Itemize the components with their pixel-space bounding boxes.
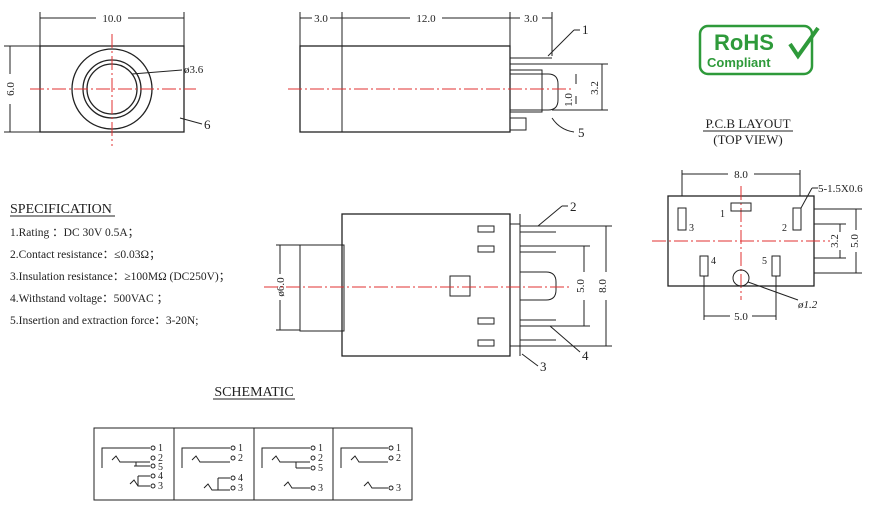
schematic-cell-4: 1 2 3: [340, 443, 401, 494]
cell3-pin-5: 5: [318, 463, 323, 474]
cell1-pin-1: 1: [158, 443, 163, 454]
pcb-pad-3: [677, 207, 687, 231]
cell2-pin-1: 1: [238, 443, 243, 454]
hole-diameter-dim: ø3.6: [184, 64, 204, 76]
side-left-dim: 3.0: [314, 13, 328, 25]
pcb-pad-label-1: 1: [720, 209, 725, 220]
cell3-pin-2: 2: [318, 453, 323, 464]
pcb-top-dim: 8.0: [734, 169, 748, 181]
top-callout-4: 4: [582, 348, 589, 363]
cell2-pin-3: 3: [238, 483, 243, 494]
schematic-cell-1: 1 2 5 4 3: [101, 443, 163, 492]
pcb-bottom-dim: 5.0: [734, 311, 748, 323]
spec-line-4: 4.Withstand voltage：500VAC ；: [10, 293, 168, 305]
pcb-post-note: ø1.2: [797, 299, 818, 311]
cell4-pin-3: 3: [396, 483, 401, 494]
cell3-pin-3: 3: [318, 483, 323, 494]
pcb-pad-label-3: 3: [689, 223, 694, 234]
rohs-compliant-text: Compliant: [707, 55, 771, 70]
cell1-pin-2: 2: [158, 453, 163, 464]
pcb-post-hole: [732, 269, 750, 287]
top-nose: [299, 244, 345, 332]
rohs-logo: RoHS Compliant: [698, 24, 820, 76]
front-view: 10.0 6.0 ø3.6 6: [4, 12, 211, 146]
front-height-dim: 6.0: [5, 82, 17, 96]
pcb-right-inner-dim: 3.2: [829, 234, 841, 248]
cell3-pin-1: 1: [318, 443, 323, 454]
cell1-pin-4: 4: [158, 471, 163, 482]
front-callout-6: 6: [204, 117, 211, 132]
side-span-dim: 3.2: [589, 81, 601, 95]
pcb-layout: P.C.B LAYOUT (TOP VIEW) 8.0 1 3 2 4 5 5-…: [652, 116, 863, 323]
pcb-right-outer-dim: 5.0: [849, 234, 861, 248]
cell1-pin-3: 3: [158, 481, 163, 492]
side-right-dim: 3.0: [524, 13, 538, 25]
pcb-pad-label-4: 4: [711, 256, 716, 267]
top-inner-dim: 5.0: [575, 279, 587, 293]
top-view: ø6.0 5.0 8.0 2 4 3: [264, 199, 612, 374]
pcb-pad-2: [792, 207, 802, 231]
top-body: [341, 213, 511, 357]
top-callout-2: 2: [570, 199, 577, 214]
top-center-window: [449, 275, 471, 297]
spec-line-3: 3.Insulation resistance：≥100MΩ (DC250V)；: [10, 271, 230, 283]
cell4-pin-2: 2: [396, 453, 401, 464]
cell4-pin-1: 1: [396, 443, 401, 454]
schematic-title: SCHEMATIC: [214, 385, 293, 400]
pcb-pad-1: [730, 202, 752, 212]
schematic-cell-3: 1 2 5 3: [261, 443, 323, 494]
side-callout-5: 5: [578, 125, 585, 140]
pcb-pad-label-5: 5: [762, 256, 767, 267]
top-callout-3: 3: [540, 359, 547, 374]
schematic-cell-2: 1 2 4 3: [181, 443, 243, 494]
side-pin-dim: 1.0: [563, 93, 575, 107]
side-view: 3.0 12.0 3.0 1 3.2 1.0 5: [288, 12, 608, 140]
pcb-pad-label-2: 2: [782, 223, 787, 234]
schematic: SCHEMATIC 1 2 5 4 3: [93, 385, 413, 501]
front-width-dim: 10.0: [102, 13, 122, 25]
pcb-pad-5: [771, 255, 781, 277]
spec-line-2: 2.Contact resistance：≤0.03Ω；: [10, 249, 161, 261]
pcb-subtitle: (TOP VIEW): [713, 132, 782, 147]
spec-title: SPECIFICATION: [10, 202, 112, 217]
rohs-text: RoHS: [714, 30, 774, 55]
side-mid-dim: 12.0: [416, 13, 436, 25]
top-outer-dim: 8.0: [597, 279, 609, 293]
pcb-title: P.C.B LAYOUT: [705, 116, 790, 131]
schematic-frame: [93, 427, 413, 501]
cell2-pin-2: 2: [238, 453, 243, 464]
side-callout-1: 1: [582, 22, 589, 37]
spec-line-5: 5.Insertion and extraction force：3-20N;: [10, 315, 198, 327]
pcb-pad-4: [699, 255, 709, 277]
cell2-pin-4: 4: [238, 473, 243, 484]
spec-line-1: 1.Rating ：DC 30V 0.5A；: [10, 227, 139, 239]
specification-block: SPECIFICATION 1.Rating ：DC 30V 0.5A； 2.C…: [10, 202, 230, 327]
rohs-check-icon: [788, 26, 820, 60]
pcb-hole-note: 5-1.5X0.6: [818, 183, 863, 195]
cell1-pin-5: 5: [158, 462, 163, 473]
